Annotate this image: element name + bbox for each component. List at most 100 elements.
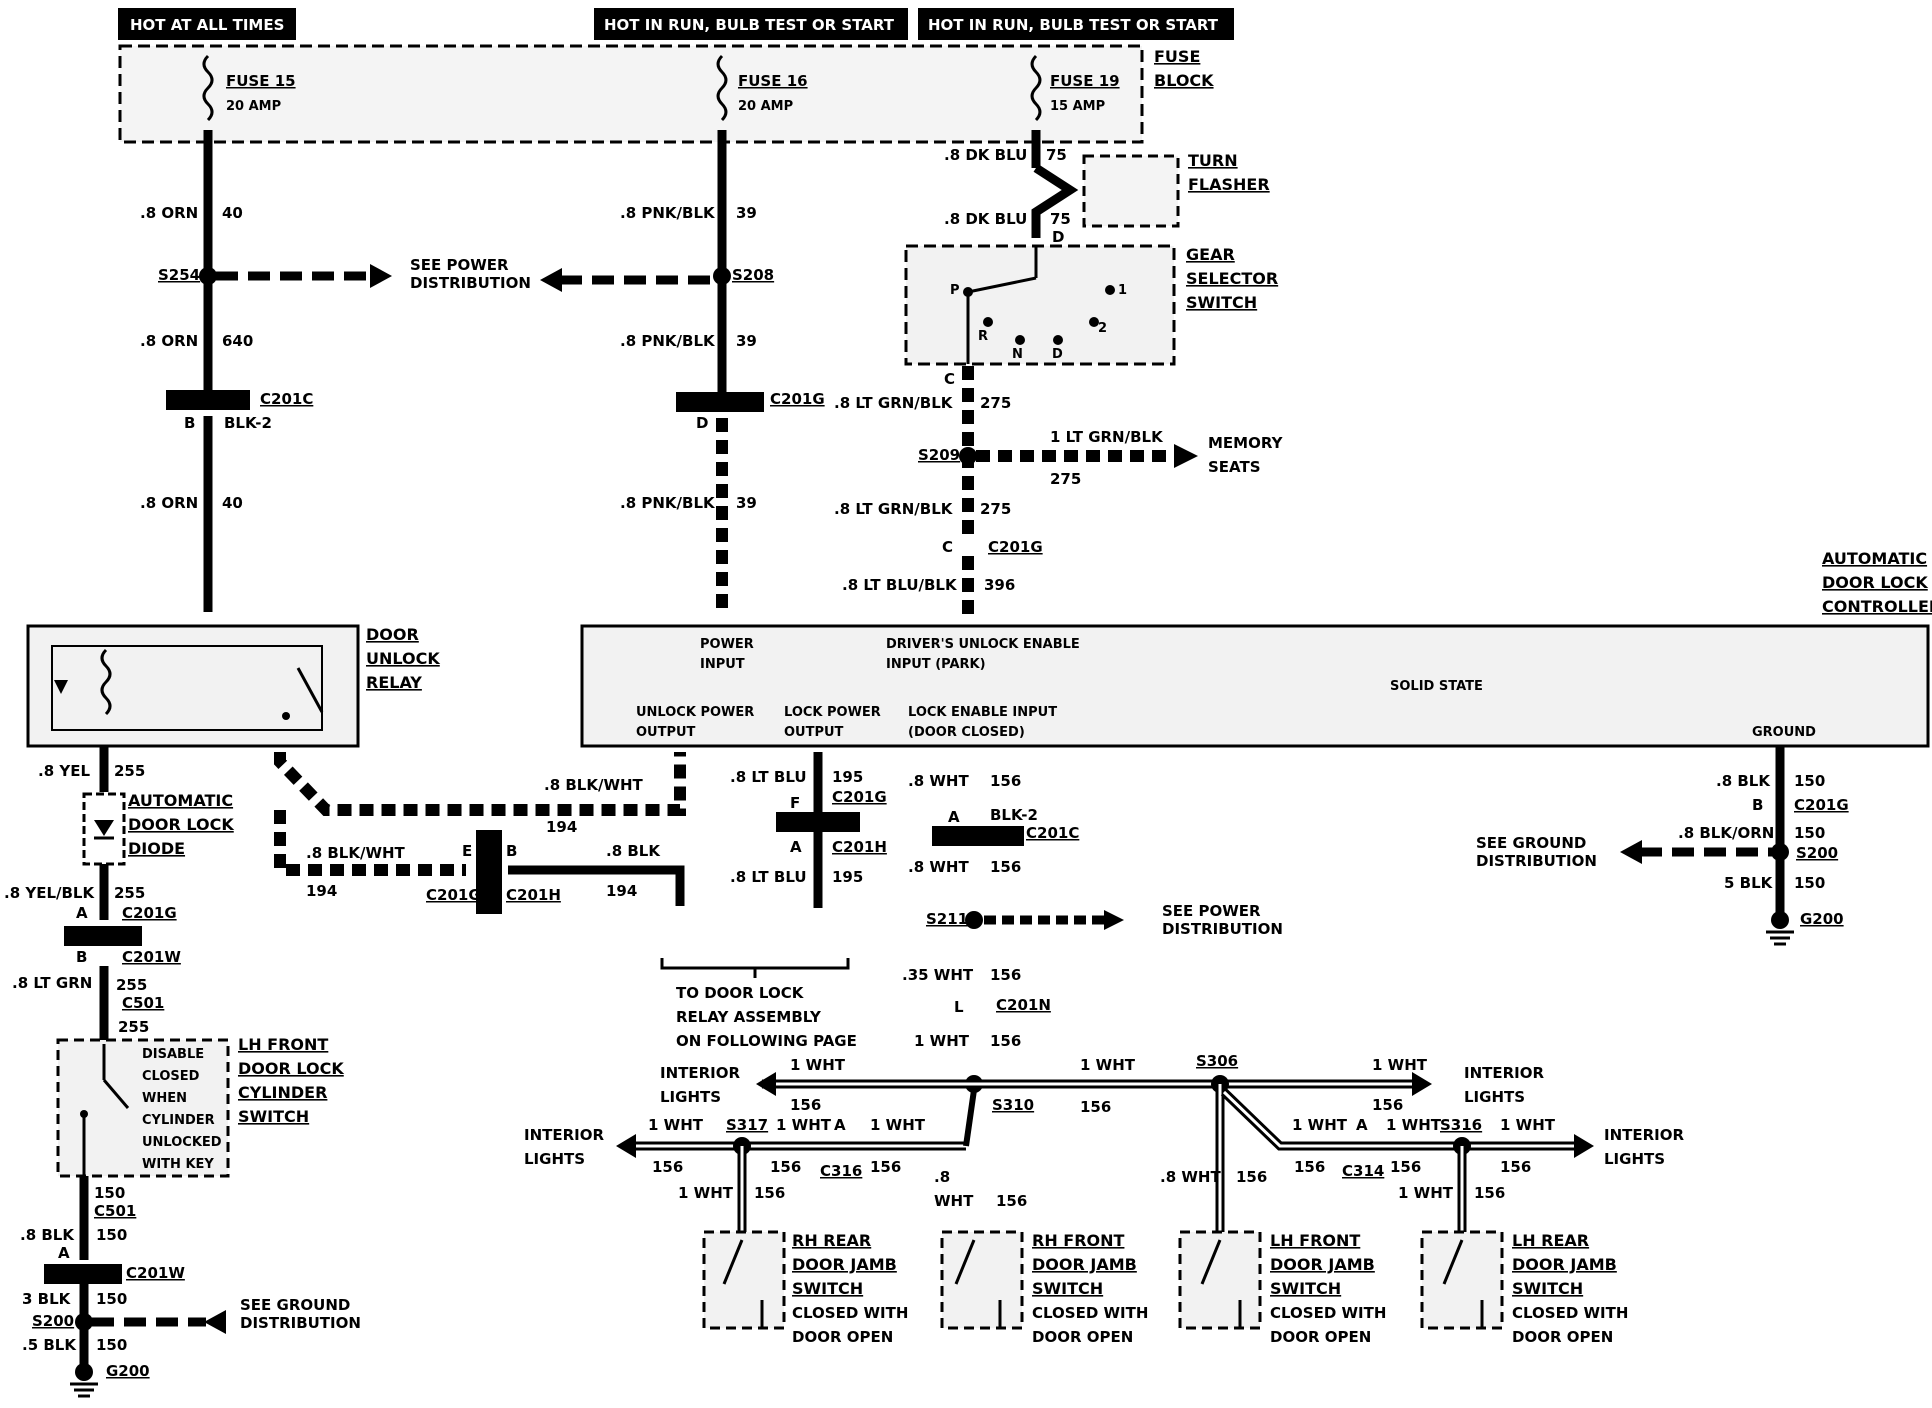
fuse-16-name: FUSE 16 — [738, 72, 808, 90]
fuse-19-amp: 15 AMP — [1050, 99, 1105, 114]
ctrl-unlock-power-2: OUTPUT — [636, 725, 696, 740]
circuit-255: .8 YEL 255 AUTOMATIC DOOR LOCK DIODE .8 … — [4, 746, 234, 1044]
wire-label-wht-1mm-9: 1 WHT — [1292, 1116, 1348, 1134]
wire-label-ltgrnblk-1mm: 1 LT GRN/BLK — [1050, 428, 1164, 446]
circuit-150-left: 150 C501 .8 BLK 150 A C201W 3 BLK 150 S2… — [20, 1176, 361, 1398]
wire-circuit-75-1: 75 — [1046, 146, 1067, 164]
ground-g200-right: G200 — [1800, 910, 1844, 928]
wire-label-wht-2: .8 WHT — [908, 858, 969, 876]
header-hot-at-all-times: HOT AT ALL TIMES — [118, 8, 296, 40]
interior-lights-3-b: LIGHTS — [524, 1150, 585, 1168]
wire-circuit-255-2: 255 — [114, 884, 145, 902]
door-unlock-relay-label-2: UNLOCK — [366, 649, 440, 668]
wire-circuit-255-1: 255 — [114, 762, 145, 780]
circuit-195: .8 LT BLU 195 F C201G A C201H .8 LT BLU … — [730, 752, 887, 908]
turn-flasher-label-1: TURN — [1188, 151, 1238, 170]
lh-rear-jamb-label-1: LH REAR — [1512, 1231, 1589, 1250]
ctrl-lock-power-2: OUTPUT — [784, 725, 844, 740]
wire-label-orn-2: .8 ORN — [140, 332, 198, 350]
rh-front-jamb-label-1: RH FRONT — [1032, 1231, 1125, 1250]
wire-circuit-255-3: 255 — [116, 976, 147, 994]
turn-flasher-label-2: FLASHER — [1188, 175, 1270, 194]
gear-pos-p: P — [950, 283, 960, 298]
pin-a-c201w: A — [58, 1244, 70, 1262]
header-hot-in-run-1: HOT IN RUN, BULB TEST OR START — [594, 8, 908, 40]
lh-cyl-label-1: LH FRONT — [238, 1035, 328, 1054]
wire-label-blk-3: 3 BLK — [22, 1290, 72, 1308]
connector-c201h-label-1: C201H — [506, 886, 561, 904]
wire-circuit-150-5: 150 — [1794, 772, 1825, 790]
header-hot-in-run-2-text: HOT IN RUN, BULB TEST OR START — [928, 16, 1219, 34]
cyl-text-4: CYLINDER — [142, 1113, 215, 1128]
splice-s209-dot — [959, 447, 977, 465]
wire-label-wht-1mm-10: 1 WHT — [1386, 1116, 1442, 1134]
fuse-16-symbol — [716, 54, 728, 122]
wire-circuit-156-11: 156 — [754, 1184, 785, 1202]
wire-circuit-156-3: 156 — [990, 966, 1021, 984]
wire-label-wht-1mm-11: 1 WHT — [1500, 1116, 1556, 1134]
wire-label-yelblk: .8 YEL/BLK — [4, 884, 95, 902]
ctrl-solid-state: SOLID STATE — [1390, 679, 1483, 694]
wire-label-dkblu-2: .8 DK BLU — [944, 210, 1027, 228]
wire-circuit-150-2: 150 — [96, 1226, 127, 1244]
wire-circuit-275-1: 275 — [980, 394, 1011, 412]
connector-c201g-body-3 — [776, 812, 860, 832]
wire-circuit-156-4: 156 — [990, 1032, 1021, 1050]
circuit-150-right: .8 BLK 150 B C201G .8 BLK/ORN 150 S200 S… — [1476, 746, 1849, 946]
wire-label-blk-right-1: .8 BLK — [1716, 772, 1771, 790]
wire-label-wht-1: .8 WHT — [908, 772, 969, 790]
splice-s209-label: S209 — [918, 446, 960, 464]
splice-s254-label: S254 — [158, 266, 200, 284]
rh-rear-jamb-label-3: SWITCH — [792, 1279, 863, 1298]
circuit-156-trunk: .8 WHT 156 A BLK-2 C201C .8 WHT 156 S211… — [902, 752, 1283, 1232]
header-hot-in-run-2: HOT IN RUN, BULB TEST OR START — [918, 8, 1234, 40]
wire-label-wht-1mm-6: 1 WHT — [776, 1116, 832, 1134]
wire-circuit-150-3: 150 — [96, 1290, 127, 1308]
wire-label-blkorn: .8 BLK/ORN — [1678, 824, 1774, 842]
see-power-2-line2: DISTRIBUTION — [1162, 920, 1283, 938]
connector-c201c-body — [166, 390, 250, 410]
wire-label-wht-3: .8 WHT — [1160, 1168, 1221, 1186]
wire-label-wht-1mm-4: 1 WHT — [1372, 1056, 1428, 1074]
ctrl-unlock-power-1: UNLOCK POWER — [636, 705, 754, 720]
wire-label-pnkblk-3: .8 PNK/BLK — [620, 494, 716, 512]
pin-f: F — [790, 794, 800, 812]
adlc-label-3: CONTROLLER — [1822, 597, 1932, 616]
circuit-75-dk-blu: .8 DK BLU 75 .8 DK BLU 75 TURN FLASHER — [944, 130, 1270, 238]
interior-lights-4-a: INTERIOR — [1604, 1126, 1684, 1144]
see-ground-1-line2: DISTRIBUTION — [240, 1314, 361, 1332]
rh-front-jamb-label-3: SWITCH — [1032, 1279, 1103, 1298]
wire-label-wht-dot8: .8 — [934, 1168, 950, 1186]
see-ground-2-line2: DISTRIBUTION — [1476, 852, 1597, 870]
diode-label-3: DIODE — [128, 839, 185, 858]
wire-circuit-150-6: 150 — [1794, 824, 1825, 842]
gear-selector-label-2: SELECTOR — [1186, 269, 1278, 288]
pin-a-c201h: A — [790, 838, 802, 856]
wire-circuit-156-15: 156 — [1390, 1158, 1421, 1176]
gear-selector-label-1: GEAR — [1186, 245, 1235, 264]
ctrl-power-input-2: INPUT — [700, 657, 745, 672]
splice-s208-label: S208 — [732, 266, 774, 284]
connector-c201w-body — [44, 1264, 122, 1284]
gear-pin-d: D — [1052, 228, 1064, 246]
splice-s306-label: S306 — [1196, 1052, 1238, 1070]
wire-label-wht-1mm-5: 1 WHT — [648, 1116, 704, 1134]
pin-b-mid: B — [506, 842, 517, 860]
c201c-blk2-1: BLK-2 — [224, 414, 272, 432]
rh-rear-jamb-label-5: DOOR OPEN — [792, 1328, 893, 1346]
lh-cyl-label-3: CYLINDER — [238, 1083, 327, 1102]
splice-s211-label: S211 — [926, 910, 968, 928]
connector-c201c-body-2 — [932, 826, 1024, 846]
gear-pos-2: 2 — [1098, 321, 1107, 336]
fuse-16-amp: 20 AMP — [738, 99, 793, 114]
wire-circuit-150-4: 150 — [96, 1336, 127, 1354]
wire-label-blkwht-2: .8 BLK/WHT — [306, 844, 406, 862]
gear-pos-n: N — [1012, 347, 1023, 362]
gear-pos-d: D — [1052, 347, 1063, 362]
connector-c201n-label: C201N — [996, 996, 1051, 1014]
wire-circuit-194-2: 194 — [306, 882, 337, 900]
automatic-door-lock-controller: AUTOMATIC DOOR LOCK CONTROLLER POWER INP… — [580, 549, 1932, 748]
splice-s310-label: S310 — [992, 1096, 1034, 1114]
wire-circuit-156-17: 156 — [1474, 1184, 1505, 1202]
see-ground-1-line1: SEE GROUND — [240, 1296, 350, 1314]
